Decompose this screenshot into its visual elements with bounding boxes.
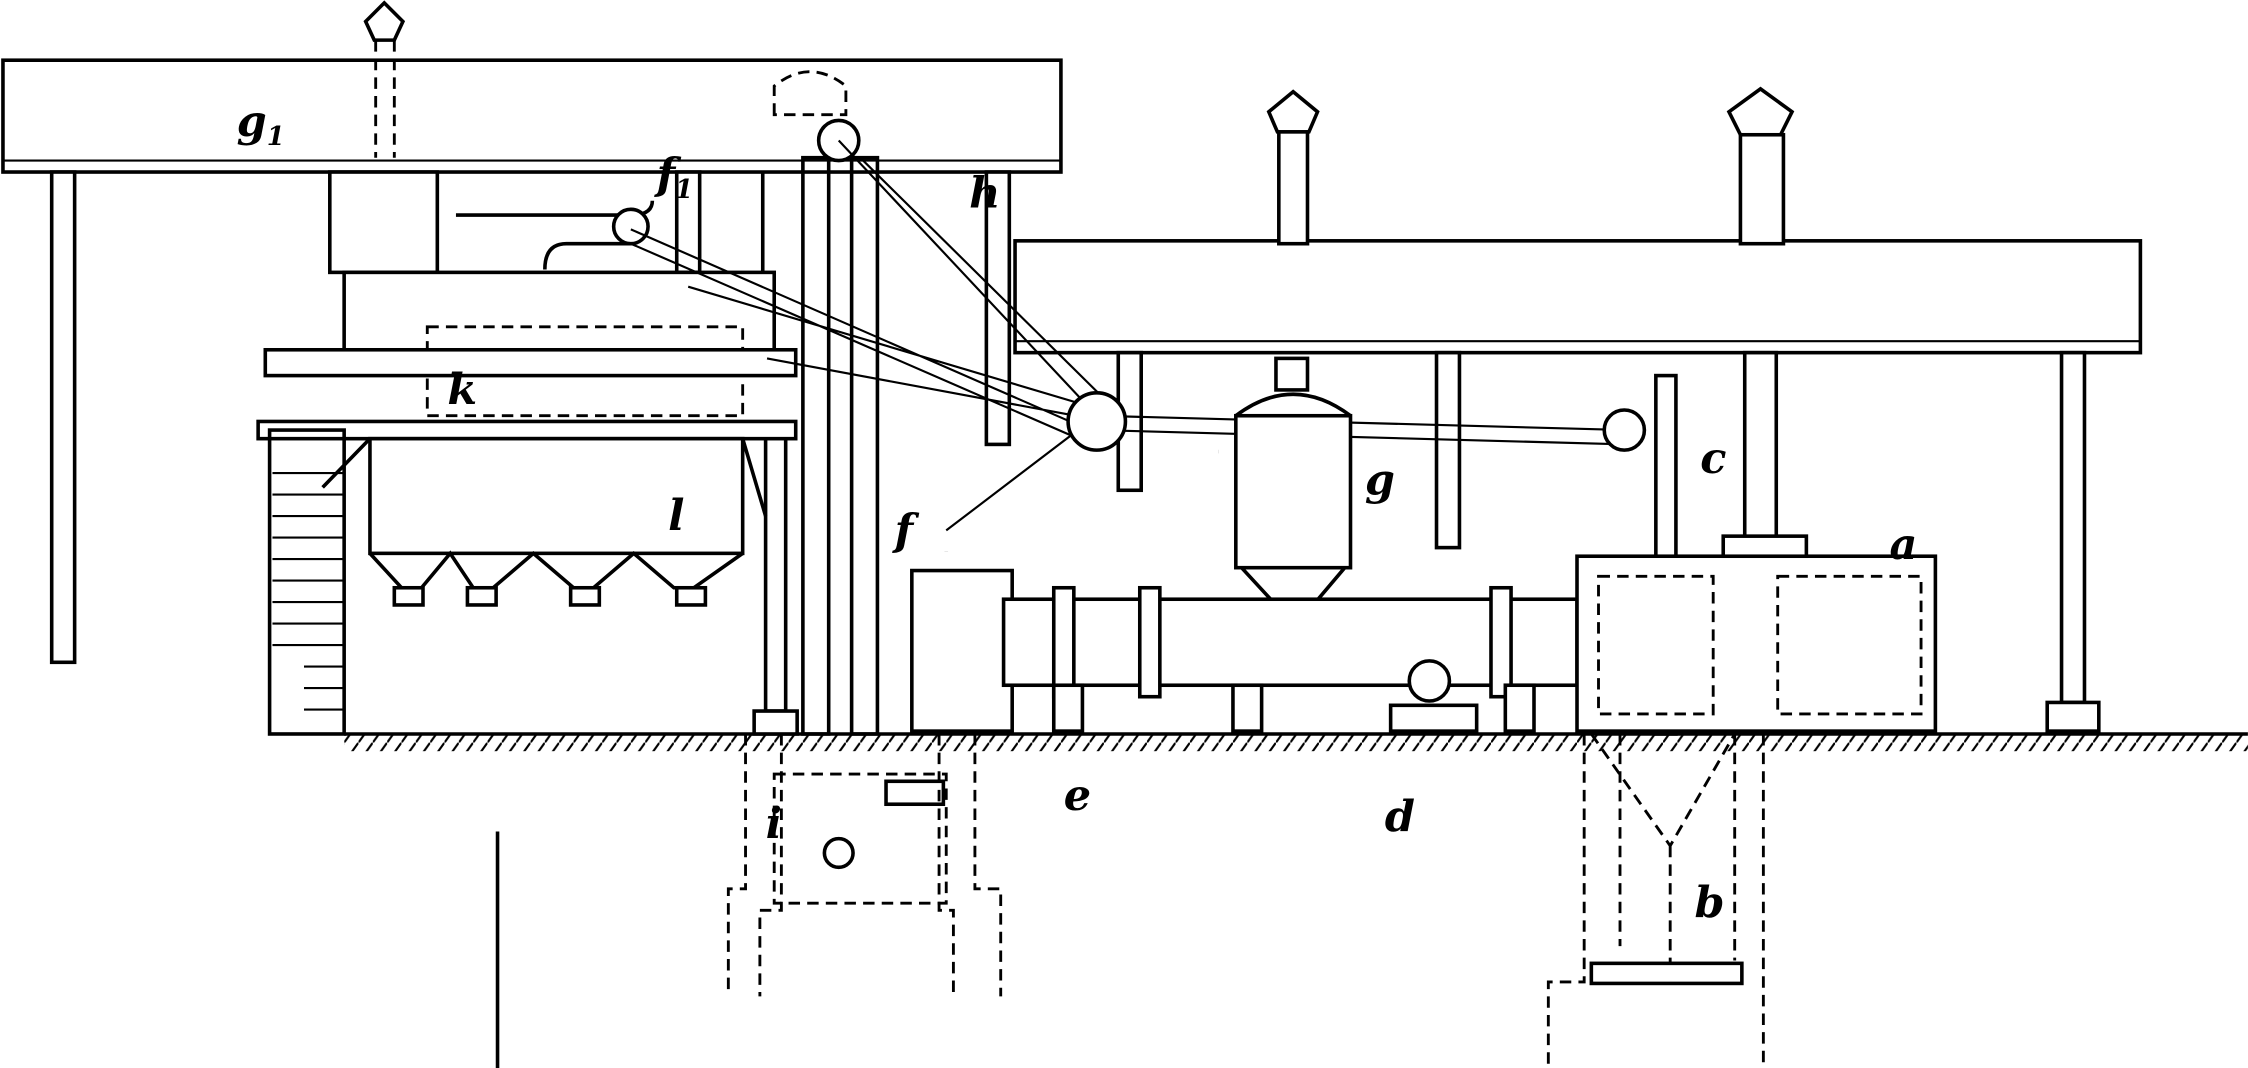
storage-bin-k <box>256 170 798 441</box>
label-g: g <box>1365 456 1395 506</box>
furnace-a <box>1575 534 1938 733</box>
hoppers-l <box>321 436 768 607</box>
rotary-drum-e <box>910 568 1579 733</box>
label-e: e <box>1064 771 1091 821</box>
label-g1: g1 <box>237 97 285 152</box>
label-h: h <box>969 169 1000 219</box>
bucket-elevator <box>760 118 880 736</box>
staircase <box>267 428 346 736</box>
cyclone-g <box>941 356 1353 607</box>
upper-beam-left <box>1 58 1063 174</box>
label-a: a <box>1890 520 1918 570</box>
diagram-labels: g1 f1 h k l g c a f e d i b <box>237 97 1918 928</box>
label-l: l <box>668 491 684 541</box>
ground-line <box>344 732 2248 752</box>
label-k: k <box>447 365 477 415</box>
label-b: b <box>1695 878 1725 928</box>
foundations <box>495 733 1765 1068</box>
vent-chimneys <box>363 0 1795 246</box>
upper-beam-right <box>1013 239 2143 355</box>
label-i: i <box>766 800 782 850</box>
label-f: f <box>892 506 920 556</box>
label-c: c <box>1700 434 1726 484</box>
label-d: d <box>1385 792 1415 842</box>
